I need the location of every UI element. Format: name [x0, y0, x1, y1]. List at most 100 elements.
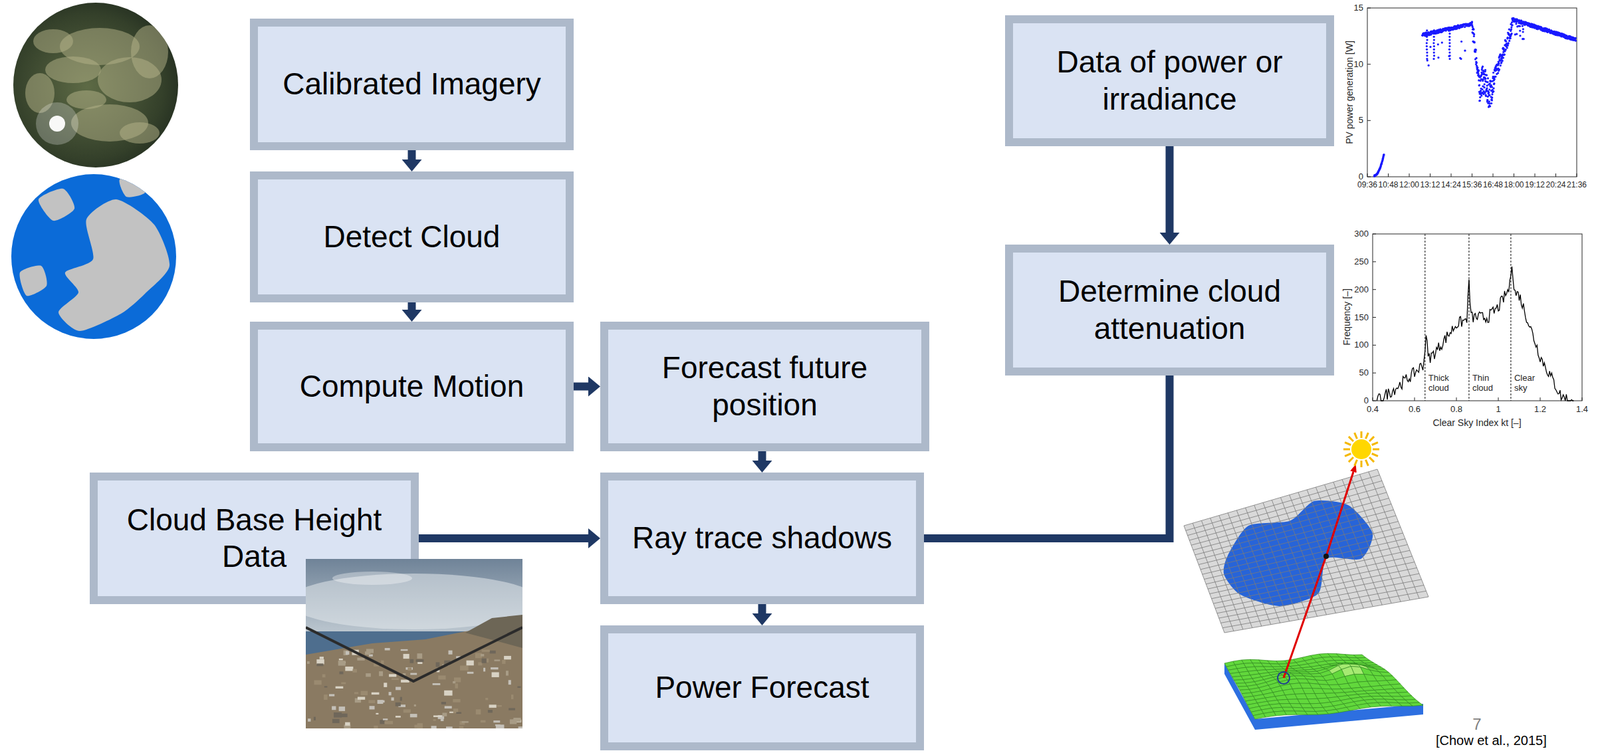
data-point: [1504, 48, 1507, 51]
photo-building: [352, 669, 357, 673]
data-points: [1373, 17, 1577, 178]
photo-building: [410, 713, 418, 718]
data-point: [1447, 29, 1450, 32]
grid-line: [1204, 533, 1404, 580]
sun-symbol: [1343, 431, 1380, 468]
photo-building: [323, 694, 328, 700]
photo-building: [339, 662, 346, 664]
photo-building: [414, 725, 423, 729]
data-point: [1459, 57, 1462, 60]
data-point: [1448, 35, 1451, 38]
cloud-mask: [6, 169, 187, 346]
grid-line: [1207, 544, 1408, 589]
data-point: [1574, 39, 1577, 42]
ray-trace-illustration: [1183, 431, 1429, 730]
photo-building: [331, 706, 336, 711]
data-point: [1480, 78, 1483, 81]
sun-disc: [1351, 439, 1372, 460]
tick-label: 09:36: [1357, 180, 1378, 191]
photo-building: [433, 715, 443, 718]
data-point: [1496, 71, 1499, 74]
photo-building: [352, 650, 359, 656]
tick-label: 10:48: [1377, 180, 1398, 191]
grid-line: [1368, 471, 1420, 599]
tick-mark: [1372, 261, 1376, 262]
data-point: [1488, 94, 1491, 97]
photo-building: [441, 701, 447, 705]
photo-building: [366, 648, 374, 653]
data-point: [1437, 56, 1440, 59]
box-label: Cloud Base Height Data: [108, 501, 401, 575]
photo-building: [508, 707, 516, 710]
sun-ray: [1326, 471, 1354, 557]
data-point: [1510, 25, 1513, 28]
sky-cloud: [45, 56, 102, 84]
class-boundary: [1424, 233, 1426, 401]
data-point: [1478, 99, 1481, 102]
shadow-ray: [1283, 556, 1327, 679]
tick-mark: [1372, 400, 1376, 402]
tick-mark: [1367, 7, 1371, 9]
data-point: [1448, 51, 1451, 54]
data-point: [1499, 64, 1502, 67]
data-point: [1471, 23, 1474, 26]
sun-ray-mark: [1360, 431, 1363, 439]
photo-building: [436, 668, 440, 673]
photo-building: [344, 722, 351, 726]
sun-glow: [35, 102, 79, 145]
photo-building: [454, 683, 458, 688]
photo-building: [360, 691, 368, 696]
sky-image: [6, 0, 187, 173]
photo-building: [313, 680, 322, 685]
grid-line: [1222, 590, 1426, 628]
sun-spot: [49, 115, 66, 132]
grid-line: [1205, 539, 1406, 585]
process-box: Determine cloud attenuation: [1005, 244, 1335, 376]
tick-label: 16:48: [1483, 180, 1503, 191]
photo-building: [456, 656, 461, 659]
data-point: [1477, 69, 1480, 72]
data-point: [1476, 66, 1479, 69]
photo-building: [410, 659, 415, 664]
photo-building: [487, 709, 493, 713]
photo-building: [333, 712, 342, 718]
sun-ray-mark: [1344, 454, 1351, 457]
process-box: Detect Cloud: [249, 171, 574, 303]
photo-building: [339, 706, 345, 712]
data-point: [1448, 29, 1451, 32]
photo-building: [495, 724, 501, 726]
tick-mark: [1534, 173, 1536, 177]
data-point: [1492, 90, 1495, 93]
ceilometer-photo: [305, 559, 523, 729]
ray-point: [1323, 553, 1329, 560]
photo-building: [365, 673, 371, 677]
data-point: [1490, 99, 1493, 102]
photo-building: [384, 648, 391, 651]
photo-building: [395, 686, 401, 690]
data-point: [1425, 45, 1428, 48]
sun-ray-mark: [1371, 442, 1378, 446]
data-point: [1492, 83, 1495, 86]
data-point: [1425, 41, 1428, 44]
data-point: [1473, 41, 1476, 44]
photo-building: [381, 700, 385, 703]
tick-mark: [1414, 397, 1416, 401]
photo-building: [459, 665, 469, 671]
process-box: Power Forecast: [600, 625, 924, 751]
grid-line: [1315, 487, 1364, 609]
data-point: [1479, 96, 1482, 99]
photo-building: [490, 667, 498, 670]
data-point: [1488, 100, 1491, 103]
photo-building: [403, 709, 411, 713]
photo-building: [477, 662, 482, 666]
data-point: [1425, 29, 1428, 32]
tick-label: 10: [1354, 59, 1364, 70]
data-point: [1441, 41, 1444, 44]
photo-sea: [305, 631, 523, 659]
data-point: [1508, 28, 1511, 31]
data-point: [1433, 51, 1436, 54]
photo-building: [440, 715, 445, 722]
sun-ray-mark: [1344, 442, 1351, 446]
data-point: [1506, 36, 1509, 39]
tick-label: 300: [1354, 229, 1369, 240]
